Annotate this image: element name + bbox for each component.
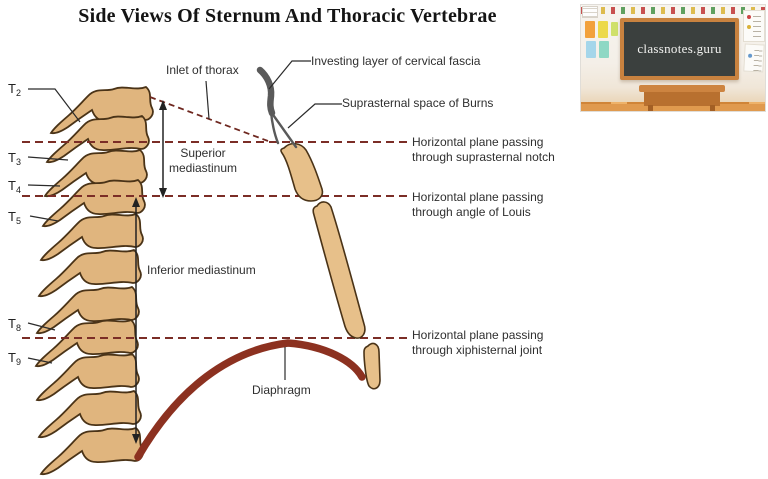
student-desks bbox=[581, 102, 765, 111]
desk-leg bbox=[648, 105, 653, 111]
teacher-desk bbox=[644, 92, 720, 106]
teacher-desk bbox=[639, 85, 725, 92]
superior-mediastinum-arrow bbox=[159, 100, 167, 198]
t4-leader bbox=[27, 184, 61, 187]
poster-mark bbox=[747, 15, 751, 19]
manubrium-shape bbox=[280, 142, 324, 202]
t2-label: T2 bbox=[8, 81, 21, 98]
sternum-body-shape bbox=[312, 201, 366, 339]
poster-mark bbox=[753, 49, 763, 72]
logo-photo: classnotes.guru bbox=[580, 4, 766, 112]
poster-mark bbox=[747, 25, 751, 29]
investing-fascia-label: Investing layer of cervical fascia bbox=[311, 54, 481, 68]
leader-lines bbox=[27, 60, 342, 380]
investing-fascia-leader bbox=[268, 60, 311, 90]
t3-label: T3 bbox=[8, 150, 21, 167]
t3-leader bbox=[27, 156, 69, 161]
wall-poster bbox=[743, 43, 765, 73]
plane-louis-label: Horizontal plane passing through angle o… bbox=[412, 190, 544, 219]
inferior-mediastinum-label: Inferior mediastinum bbox=[147, 263, 256, 277]
sticky-note bbox=[598, 21, 608, 38]
vertebra bbox=[40, 427, 144, 476]
suprasternal-space-label: Suprasternal space of Burns bbox=[342, 96, 494, 110]
inlet-of-thorax-label: Inlet of thorax bbox=[166, 63, 239, 77]
diaphragm-arc bbox=[134, 339, 366, 461]
sticky-note bbox=[585, 21, 595, 38]
plane-suprasternal-label: Horizontal plane passing through suprast… bbox=[412, 135, 555, 164]
sticky-note bbox=[611, 22, 618, 36]
t8-label: T8 bbox=[8, 316, 21, 333]
fascia-anterior-layer bbox=[269, 110, 280, 145]
diaphragm-label: Diaphragm bbox=[252, 383, 311, 397]
t2-leader bbox=[28, 88, 81, 123]
fascia-posterior-layer bbox=[269, 110, 298, 149]
page-title: Side Views Of Sternum And Thoracic Verte… bbox=[78, 5, 497, 27]
sternum bbox=[280, 142, 381, 390]
inlet-of-thorax-leader bbox=[205, 80, 210, 120]
garland-decoration bbox=[581, 7, 765, 14]
plane-xiphisternal-label: Horizontal plane passing through xiphist… bbox=[412, 328, 544, 357]
sticky-note bbox=[599, 41, 609, 58]
chalkboard: classnotes.guru bbox=[620, 18, 739, 80]
poster-mark bbox=[753, 15, 761, 37]
t5-label: T5 bbox=[8, 209, 21, 226]
cervical-fascia bbox=[256, 66, 298, 149]
wall-calendar bbox=[582, 6, 598, 18]
t5-leader bbox=[29, 215, 59, 222]
xiphoid-process-shape bbox=[363, 342, 381, 390]
t8-leader bbox=[27, 322, 56, 331]
desk-leg bbox=[710, 105, 715, 111]
wall-poster bbox=[743, 10, 765, 42]
sticky-note bbox=[586, 41, 596, 58]
poster-mark bbox=[748, 53, 753, 58]
t9-label: T9 bbox=[8, 350, 21, 367]
superior-mediastinum-label: Superior mediastinum bbox=[168, 146, 238, 175]
logo-site-text: classnotes.guru bbox=[637, 41, 722, 56]
inferior-mediastinum-arrow bbox=[132, 197, 140, 444]
suprasternal-space-leader bbox=[287, 103, 342, 129]
investing-fascia-band bbox=[256, 66, 276, 117]
t9-leader bbox=[27, 357, 53, 364]
t4-label: T4 bbox=[8, 178, 21, 195]
